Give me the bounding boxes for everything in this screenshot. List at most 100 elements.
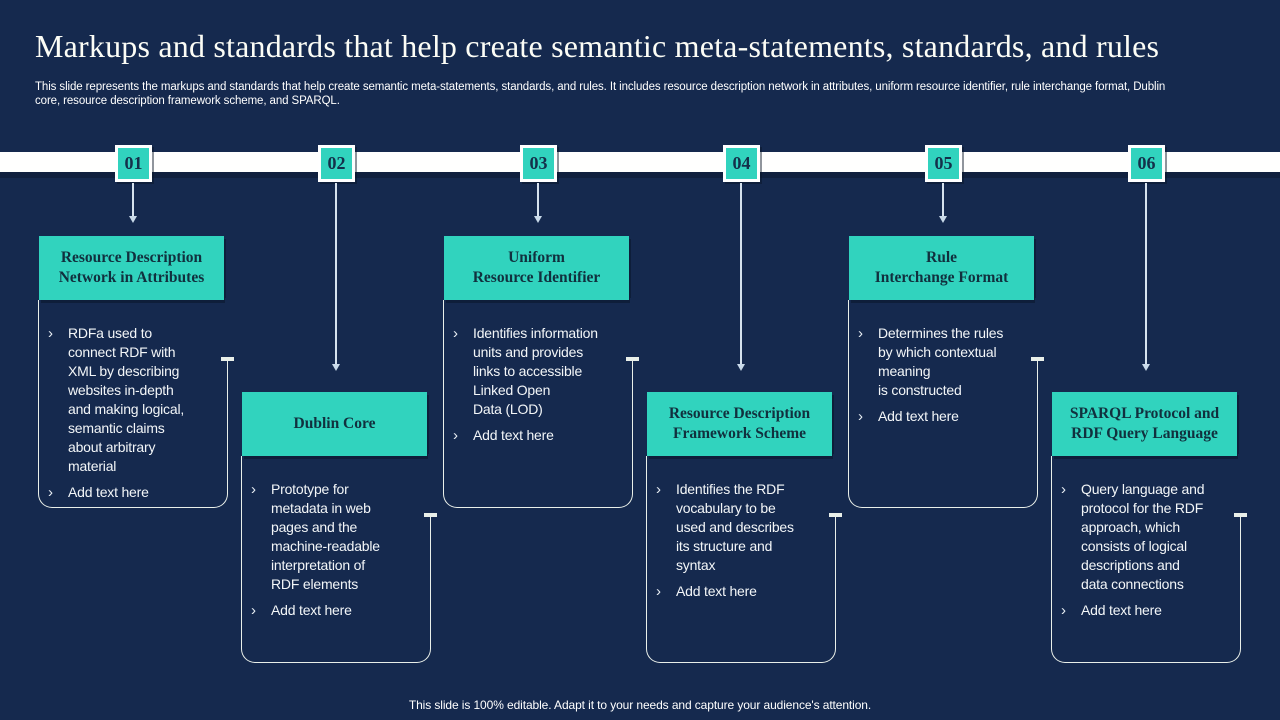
arrow-down-icon (331, 364, 340, 371)
step-number: 01 (124, 153, 143, 173)
bullet-text: Add text here (676, 583, 757, 599)
bullet-item: › Identifies the RDF vocabulary to be us… (653, 480, 831, 575)
step-badge-03: 03 (520, 145, 557, 182)
step-badge-04: 04 (723, 145, 760, 182)
topic-content-box: › Identifies the RDF vocabulary to be us… (646, 454, 842, 663)
bullet-text: Add text here (271, 602, 352, 618)
border-mask (833, 454, 837, 514)
bullet-text: Determines the rules by which contextual… (878, 325, 1004, 398)
bullet-text: Add text here (68, 484, 149, 500)
timeline-column-6: 06 SPARQL Protocol and RDF Query Languag… (1051, 0, 1247, 720)
topic-content-box: › RDFa used to connect RDF with XML by d… (38, 298, 234, 508)
bullet-item: › Identifies information units and provi… (450, 324, 628, 419)
topic-content-box: › Query language and protocol for the RD… (1051, 454, 1247, 663)
bullet-item: › Add text here (450, 426, 628, 445)
arrow-down-icon (736, 364, 745, 371)
step-number: 06 (1137, 153, 1156, 173)
bullet-text: Identifies information units and provide… (473, 325, 598, 417)
bullet-text: Add text here (473, 427, 554, 443)
page-title: Markups and standards that help create s… (35, 28, 1160, 64)
chevron-bullet-icon: › (251, 602, 256, 619)
border-cap (1234, 513, 1247, 517)
arrow-down-icon (1141, 364, 1150, 371)
topic-title: Dublin Core (293, 415, 376, 432)
arrow-down-icon (128, 216, 137, 223)
chevron-bullet-icon: › (48, 325, 53, 342)
step-number: 02 (327, 153, 346, 173)
border-mask (1238, 454, 1242, 514)
chevron-bullet-icon: › (453, 427, 458, 444)
chevron-bullet-icon: › (48, 484, 53, 501)
connector-line (942, 183, 944, 216)
border-cap (424, 513, 437, 517)
step-number: 05 (934, 153, 953, 173)
topic-title: Resource Description Framework Scheme (668, 405, 811, 442)
chevron-bullet-icon: › (1061, 602, 1066, 619)
topic-title: Rule Interchange Format (874, 249, 1009, 286)
chevron-bullet-icon: › (251, 481, 256, 498)
topic-title: Resource Description Network in Attribut… (58, 249, 205, 286)
bullet-text: Prototype for metadata in web pages and … (271, 481, 380, 592)
topic-content-box: › Prototype for metadata in web pages an… (241, 454, 437, 663)
timeline-column-4: 04 Resource Description Framework Scheme… (646, 0, 842, 720)
step-number: 03 (529, 153, 548, 173)
bullet-item: › Query language and protocol for the RD… (1058, 480, 1236, 594)
border-cap (1031, 357, 1044, 361)
topic-content-box: › Identifies information units and provi… (443, 298, 639, 508)
bullet-item: › Add text here (248, 601, 426, 620)
timeline-column-1: 01 Resource Description Network in Attri… (38, 0, 234, 720)
chevron-bullet-icon: › (1061, 481, 1066, 498)
slide-description-line1: This slide represents the markups and st… (35, 81, 1166, 93)
topic-content-box: › Determines the rules by which contextu… (848, 298, 1044, 508)
connector-line (1145, 183, 1147, 364)
bullet-text: Identifies the RDF vocabulary to be used… (676, 481, 794, 573)
chevron-bullet-icon: › (453, 325, 458, 342)
bullet-item: › Add text here (653, 582, 831, 601)
bullet-item: › RDFa used to connect RDF with XML by d… (45, 324, 223, 476)
arrow-down-icon (533, 216, 542, 223)
border-mask (1035, 298, 1039, 358)
timeline-column-2: 02 Dublin Core › Prototype for metadata … (241, 0, 437, 720)
bullet-text: Query language and protocol for the RDF … (1081, 481, 1205, 592)
step-badge-06: 06 (1128, 145, 1165, 182)
border-mask (225, 298, 229, 358)
step-number: 04 (732, 153, 751, 173)
bullet-text: Add text here (1081, 602, 1162, 618)
timeline-column-5: 05 Rule Interchange Format › Determines … (848, 0, 1044, 720)
connector-line (132, 183, 134, 216)
bullet-item: › Add text here (45, 483, 223, 502)
chevron-bullet-icon: › (656, 481, 661, 498)
topic-title-box: Dublin Core (242, 392, 427, 456)
bullet-item: › Prototype for metadata in web pages an… (248, 480, 426, 594)
border-cap (626, 357, 639, 361)
border-cap (829, 513, 842, 517)
border-cap (221, 357, 234, 361)
bullet-text: RDFa used to connect RDF with XML by des… (68, 325, 185, 474)
border-mask (428, 454, 432, 514)
slide-description-line2: core, resource description framework sch… (35, 95, 340, 107)
topic-title-box: Resource Description Framework Scheme (647, 392, 832, 456)
connector-line (740, 183, 742, 364)
chevron-bullet-icon: › (858, 408, 863, 425)
step-badge-02: 02 (318, 145, 355, 182)
border-mask (630, 298, 634, 358)
bullet-text: Add text here (878, 408, 959, 424)
slide-description: This slide represents the markups and st… (35, 80, 1165, 108)
chevron-bullet-icon: › (858, 325, 863, 342)
chevron-bullet-icon: › (656, 583, 661, 600)
connector-line (537, 183, 539, 216)
timeline-column-3: 03 Uniform Resource Identifier › Identif… (443, 0, 639, 720)
editable-note: This slide is 100% editable. Adapt it to… (408, 698, 872, 712)
topic-title: Uniform Resource Identifier (472, 249, 601, 286)
connector-line (335, 183, 337, 364)
step-badge-05: 05 (925, 145, 962, 182)
topic-title-box: Uniform Resource Identifier (444, 236, 629, 300)
bullet-item: › Add text here (855, 407, 1033, 426)
topic-title: SPARQL Protocol and RDF Query Language (1069, 405, 1220, 442)
arrow-down-icon (938, 216, 947, 223)
step-badge-01: 01 (115, 145, 152, 182)
timeline-band-shadow (0, 172, 1280, 178)
topic-title-box: SPARQL Protocol and RDF Query Language (1052, 392, 1237, 456)
bullet-item: › Add text here (1058, 601, 1236, 620)
